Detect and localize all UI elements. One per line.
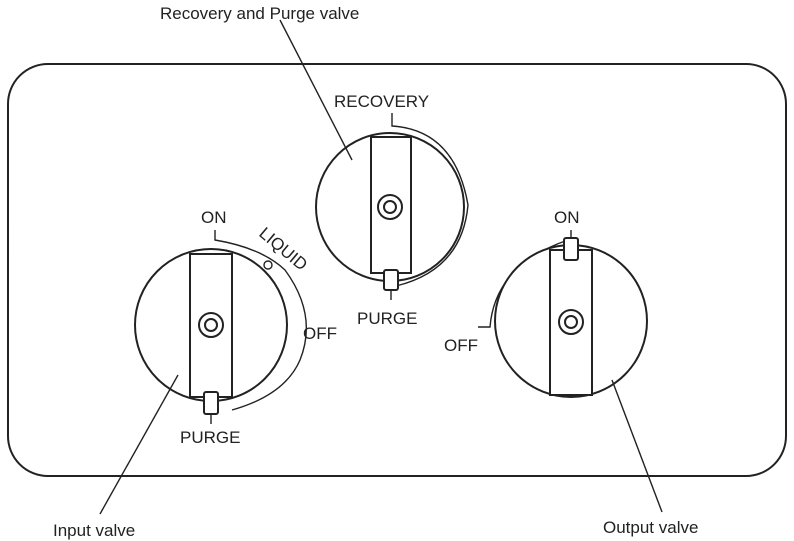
input-on-label: ON (201, 208, 227, 227)
input-purge-label: PURGE (180, 428, 240, 447)
recovery-purge-callout: Recovery and Purge valve (160, 4, 359, 23)
recovery-purge-label: PURGE (357, 309, 417, 328)
recovery-label: RECOVERY (334, 92, 429, 111)
output-on-label: ON (554, 208, 580, 227)
recovery-pointer (383, 269, 399, 291)
output-pointer (563, 237, 579, 261)
input-off-label: OFF (303, 324, 337, 343)
recovery-purge-valve[interactable] (315, 113, 469, 300)
output-valve-callout: Output valve (603, 518, 698, 537)
recovery-hub-inner (383, 200, 397, 214)
input-valve-callout: Input valve (53, 521, 135, 540)
output-valve[interactable] (478, 230, 648, 398)
input-valve[interactable] (134, 230, 307, 424)
input-hub-inner (204, 318, 218, 332)
output-off-label: OFF (444, 336, 478, 355)
recovery-leader-line (279, 19, 353, 161)
panel-outline (7, 63, 787, 477)
output-leader-line (611, 379, 663, 513)
output-hub-inner (564, 315, 578, 329)
input-pointer (203, 391, 219, 415)
liquid-marker-icon (263, 260, 273, 270)
input-scale-arc (214, 230, 307, 411)
input-leader-line (99, 374, 179, 515)
recovery-scale-arc (391, 113, 469, 287)
